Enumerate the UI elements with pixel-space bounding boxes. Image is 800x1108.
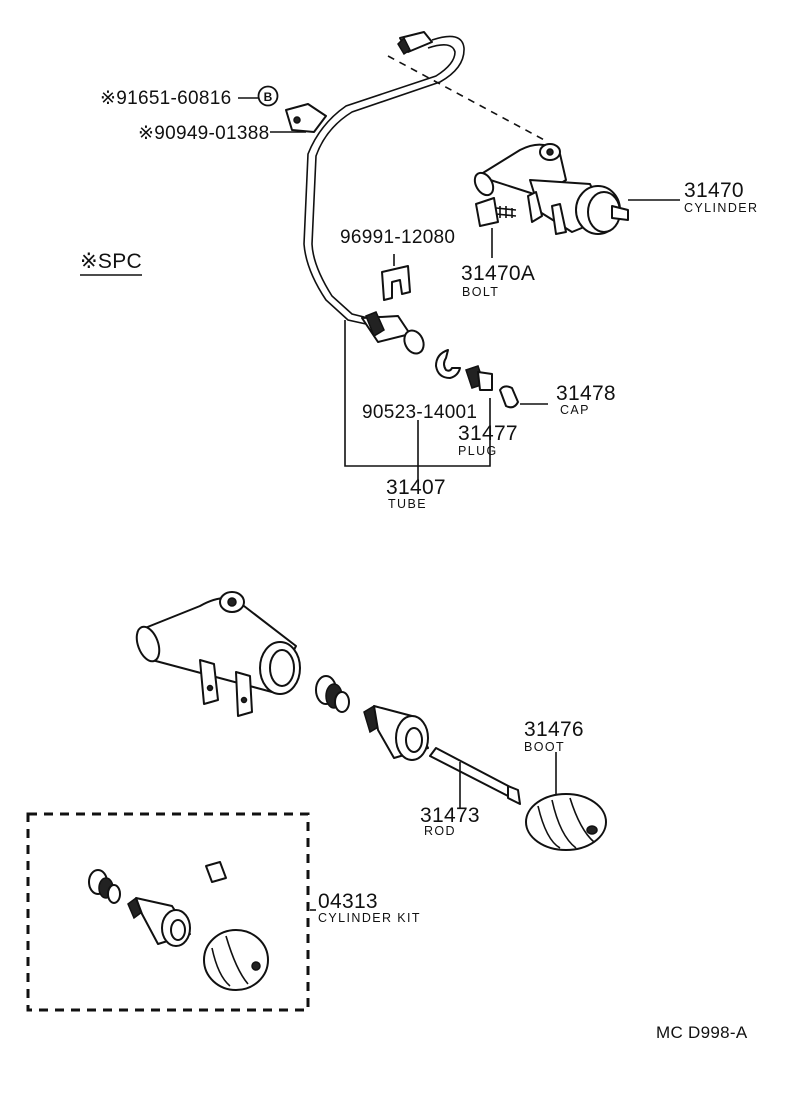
label-31470a: 31470A: [461, 262, 535, 285]
tube-to-cylinder-dashed-line: [387, 55, 549, 143]
label-31477: 31477: [458, 422, 518, 445]
kit-small-cap: [205, 861, 227, 883]
tube-clamp: [285, 103, 327, 133]
boot: [525, 793, 607, 851]
label-31470: 31470: [684, 179, 744, 202]
tube-clip: [381, 265, 411, 301]
label-plug: PLUG: [458, 444, 498, 458]
cup-seal: [315, 675, 350, 713]
release-cylinder-large: [135, 591, 301, 717]
spc-note: ※SPC: [80, 250, 142, 273]
bleeder-cap: [499, 385, 519, 409]
bolt-31470a: [475, 197, 517, 227]
label-04313: 04313: [318, 890, 378, 913]
label-boot: BOOT: [524, 740, 565, 754]
kit-boot: [203, 929, 269, 991]
label-bolt: BOLT: [462, 285, 499, 299]
tube-bracket-lines: [344, 320, 491, 480]
push-rod: [429, 747, 521, 805]
label-90523-14001: 90523-14001: [362, 402, 477, 423]
diagram-reference-code: MC D998-A: [656, 1023, 748, 1042]
b-marker-icon: B: [257, 85, 279, 107]
release-cylinder-top: [473, 143, 629, 235]
kit-cup-seal: [88, 869, 121, 904]
piston: [363, 704, 429, 761]
label-91651-60816: ※91651-60816: [100, 88, 232, 109]
tube-line: [303, 35, 465, 325]
bleeder-plug: [465, 365, 493, 391]
cylinder-kit-box: [26, 812, 310, 1012]
e-ring: [435, 349, 461, 379]
tube-top-fitting: [397, 31, 433, 56]
kit-piston: [127, 896, 191, 947]
label-31476: 31476: [524, 718, 584, 741]
leader-lines-upper: [80, 97, 680, 405]
tube-bottom-fitting: [361, 311, 425, 355]
label-31407: 31407: [386, 476, 446, 499]
label-tube: TUBE: [388, 497, 427, 511]
label-96991-12080: 96991-12080: [340, 227, 455, 248]
leader-lines-lower: [310, 752, 557, 911]
label-90949-01388: ※90949-01388: [138, 123, 270, 144]
svg-text:B: B: [264, 90, 273, 104]
label-cylinder-kit: CYLINDER KIT: [318, 911, 421, 925]
label-rod: ROD: [424, 824, 456, 838]
label-31478: 31478: [556, 382, 616, 405]
label-31473: 31473: [420, 804, 480, 827]
label-cap: CAP: [560, 403, 590, 417]
label-cylinder: CYLINDER: [684, 201, 758, 215]
